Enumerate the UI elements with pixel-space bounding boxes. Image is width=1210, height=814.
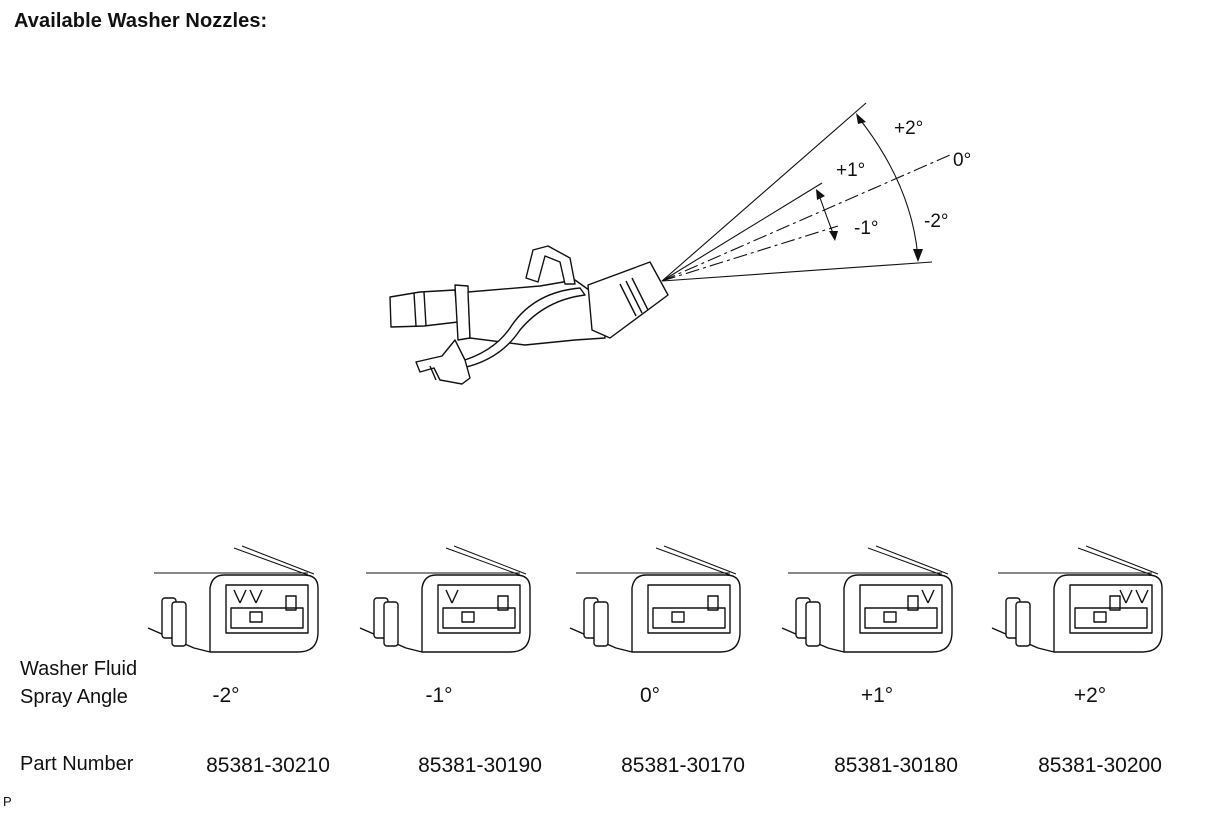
spray-angle-cell: -1° [425,684,453,707]
part-number-cell: 85381-30190 [418,754,542,777]
washer-nozzle-drawing [389,245,669,385]
nozzle-clip [525,245,576,285]
spray-angle-row-label: Washer Fluid Spray Angle [20,655,137,711]
connector-3 [569,545,741,653]
connector-5 [991,545,1163,653]
angle-label-minus2: -2° [924,211,949,232]
connector-4 [781,545,953,653]
arrowheads [816,113,923,262]
spray-line-minus1 [661,225,839,282]
spray-line-zero [661,154,951,282]
spray-angle-label-line1: Washer Fluid [20,658,138,680]
angle-label-plus2: +2° [894,118,923,139]
arrowhead-plus2 [856,113,866,124]
spray-angle-cell: 0° [639,684,661,707]
arrowhead-minus2 [913,249,923,262]
part-number-cell: 85381-30200 [1038,754,1162,777]
spray-line-plus1 [661,182,823,282]
part-number-cell: 85381-30210 [206,754,330,777]
spray-lines [661,102,951,282]
spray-angle-label-line2: Spray Angle [20,686,128,708]
part-number-cell: 85381-30180 [834,754,958,777]
spray-angle-cell: -2° [212,684,240,707]
angle-label-zero: 0° [953,150,971,171]
angle-label-minus1: -1° [854,218,879,239]
spray-line-plus2 [661,102,867,282]
corner-mark: P [3,794,12,809]
spray-angle-cell: +2° [1073,684,1107,707]
arc-outer [857,116,919,259]
nozzle-hook [415,339,471,385]
spray-angle-cell: +1° [860,684,894,707]
arrowhead-minus1 [829,231,838,241]
connector-2 [359,545,531,653]
part-number-row-label: Part Number [20,753,134,775]
arrowhead-plus1 [816,189,825,200]
angle-label-plus1: +1° [836,160,865,181]
arc-inner [818,194,835,237]
connector-drawings [147,545,1163,653]
spray-line-minus2 [661,261,933,282]
part-number-cell: 85381-30170 [621,754,745,777]
connector-1 [147,545,319,653]
page-title: Available Washer Nozzles: [14,10,268,32]
